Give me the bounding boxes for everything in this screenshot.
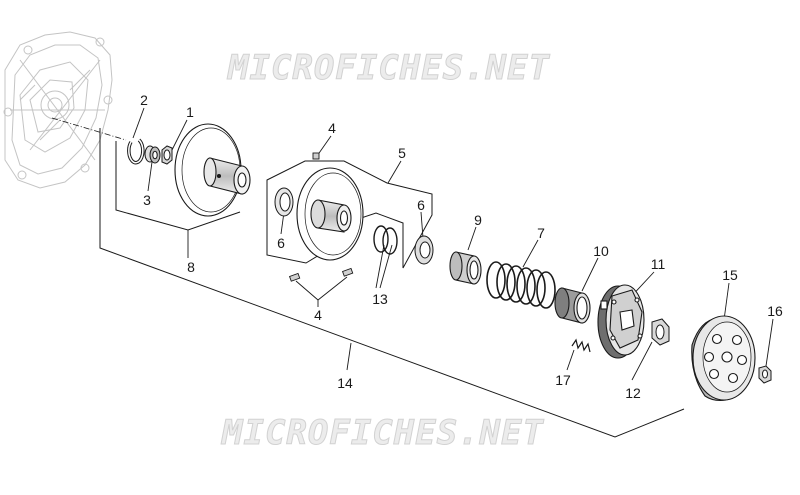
bearing-part-3: [144, 145, 161, 164]
pins-part-4-bottom: [288, 267, 354, 282]
leader-lines: [132, 107, 774, 381]
clutch-part-11: [597, 284, 645, 359]
callout-label: 2: [140, 92, 148, 108]
bracket-14: [99, 128, 685, 438]
ring-part-6-left: [274, 187, 294, 217]
callout-label: 4: [314, 307, 322, 323]
crankcase-ghost: [3, 31, 113, 189]
callout-label: 10: [593, 243, 609, 259]
callout-label: 3: [143, 192, 151, 208]
callout-label: 13: [372, 291, 388, 307]
callout-label: 4: [328, 120, 336, 136]
callout-label: 5: [398, 145, 406, 161]
callout-label: 11: [651, 256, 666, 272]
callout-label: 8: [187, 259, 195, 275]
callout-label: 9: [474, 212, 482, 228]
sleeve-part-9: [449, 251, 482, 285]
nut-part-1: [161, 145, 173, 165]
callout-label: 1: [186, 104, 194, 120]
bracket-8: [115, 141, 241, 231]
bracket-5: [266, 160, 433, 269]
nut-part-16: [758, 365, 772, 384]
movable-pulley-half: [296, 167, 364, 261]
watermark-top: MICROFICHES.NET: [227, 48, 551, 88]
watermark-bottom: MICROFICHES.NET: [221, 413, 545, 453]
washer-part-6-right: [414, 235, 434, 265]
fixed-pulley-half: [174, 123, 251, 217]
o-rings-part-13: [373, 225, 398, 255]
callout-label: 16: [767, 303, 783, 319]
axis-line: [51, 117, 127, 141]
callout-label: 15: [722, 267, 738, 283]
callout-labels: 1 2 3 4 4 5 6 6 7 8 9 10 11 12 13 14 15 …: [140, 92, 783, 401]
callout-label: 6: [277, 235, 285, 251]
nut-part-12: [651, 318, 670, 346]
callout-label: 14: [337, 375, 353, 391]
cup-part-10: [554, 287, 591, 324]
group-brackets: [99, 128, 685, 438]
clutch-bell-part-15: [691, 315, 756, 402]
circlip-part-2: [127, 138, 145, 165]
callout-label: 6: [417, 197, 425, 213]
small-spring-part-17: [571, 338, 591, 353]
spring-part-7: [486, 261, 556, 309]
callout-label: 12: [625, 385, 641, 401]
pin-part-4-top: [312, 152, 320, 160]
callout-label: 7: [537, 225, 545, 241]
callout-label: 17: [555, 372, 571, 388]
